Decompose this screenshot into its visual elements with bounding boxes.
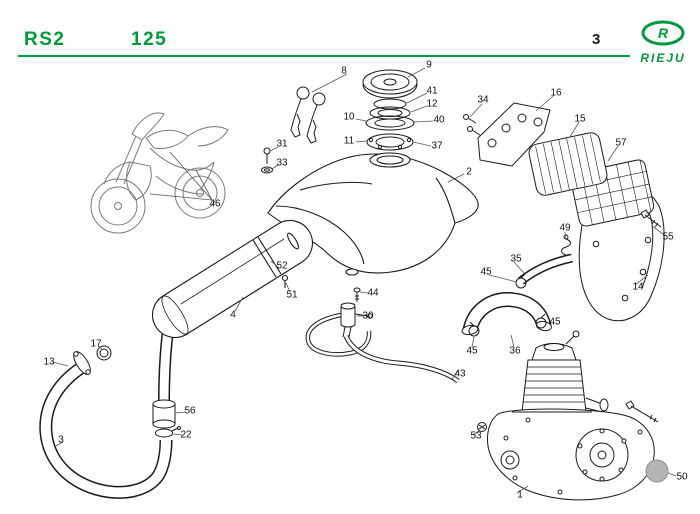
keys-art (290, 86, 326, 144)
displacement: 125 (131, 29, 168, 50)
page-number: 3 (592, 31, 601, 48)
brand-logo-letter: R (658, 25, 669, 41)
model-code: RS2 (24, 29, 66, 50)
airbox-hose-art (518, 253, 573, 285)
brand-name: RIEJU (640, 51, 686, 65)
header-pipe-art (39, 345, 173, 499)
engine-art (477, 330, 669, 501)
intake-elbow-art (461, 273, 552, 337)
header-rule (18, 55, 630, 57)
fuel-cap-assembly-art (362, 69, 418, 151)
petcock-art (305, 287, 460, 384)
tank-screws-art (261, 147, 273, 174)
brand-logo-mark: R (641, 20, 685, 46)
leader-lines (52, 67, 677, 494)
motorcycle-sketch (90, 112, 229, 234)
muffler-art (151, 219, 314, 339)
bracket-art (463, 102, 551, 167)
brand-logo: R RIEJU (634, 20, 692, 65)
air-filter-art (528, 132, 608, 196)
fuel-tank-art (267, 152, 479, 276)
exhaust-joint-art (152, 329, 181, 438)
